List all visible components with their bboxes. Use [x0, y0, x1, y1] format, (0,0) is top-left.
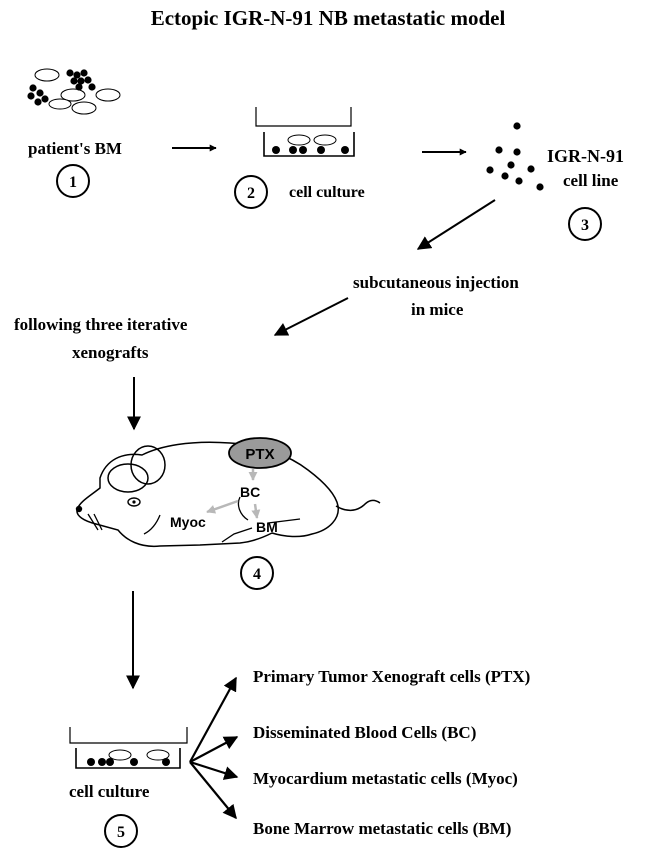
injection-label-line1: subcutaneous injection — [353, 273, 519, 292]
output-label-ptx: Primary Tumor Xenograft cells (PTX) — [253, 667, 530, 686]
mouse-label-bm: BM — [256, 519, 278, 535]
svg-text:1: 1 — [69, 174, 77, 191]
cell-line-dots-icon — [486, 122, 544, 191]
svg-text:3: 3 — [581, 217, 589, 234]
step-badge-3: 3 — [568, 207, 602, 241]
injection-label-line2: in mice — [411, 300, 464, 319]
arrow-injection-to-xenograft — [273, 297, 349, 336]
mouse-spread-arrows — [206, 469, 261, 519]
output-label-myoc: Myocardium metastatic cells (Myoc) — [253, 769, 518, 788]
culture-dish-icon — [255, 107, 355, 157]
output-arrows — [189, 676, 239, 820]
mouse-label-ptx: PTX — [245, 446, 274, 463]
svg-text:5: 5 — [117, 824, 125, 841]
bone-marrow-cells-icon — [27, 68, 121, 115]
step-badge-5: 5 — [104, 814, 138, 848]
mouse-label-myoc: Myoc — [170, 514, 206, 530]
cell-line-name: IGR-N-91 — [547, 146, 624, 166]
mouse-label-bc: BC — [240, 484, 260, 500]
mouse-icon — [75, 437, 381, 548]
diagram-title: Ectopic IGR-N-91 NB metastatic model — [151, 6, 506, 30]
step-badge-2: 2 — [234, 175, 268, 209]
output-label-bm: Bone Marrow metastatic cells (BM) — [253, 819, 511, 838]
cell-line-suffix: cell line — [563, 171, 619, 190]
arrow-cellline-to-injection — [416, 199, 496, 250]
step-badge-1: 1 — [56, 164, 90, 198]
output-label-bc: Disseminated Blood Cells (BC) — [253, 723, 476, 742]
xenograft-label-line1: following three iterative — [14, 315, 188, 334]
step-badge-4: 4 — [240, 556, 274, 590]
svg-text:2: 2 — [247, 185, 255, 202]
patient-bm-label: patient's BM — [28, 139, 122, 158]
xenograft-label-line2: xenografts — [72, 343, 149, 362]
cell-culture-label-2: cell culture — [69, 782, 150, 801]
cell-culture-label-1: cell culture — [289, 184, 365, 201]
svg-text:4: 4 — [253, 566, 261, 583]
culture-dish-icon-2 — [69, 727, 188, 769]
